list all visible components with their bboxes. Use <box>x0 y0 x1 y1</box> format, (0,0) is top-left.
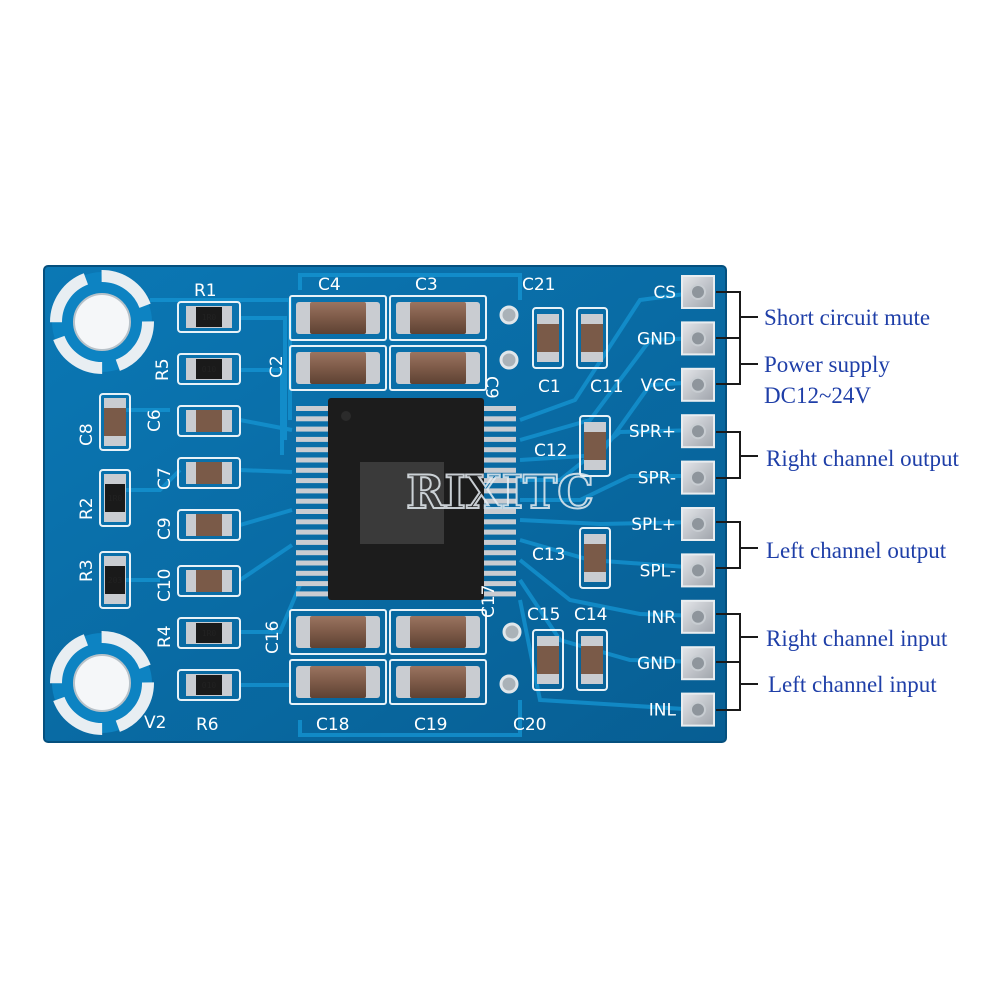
silkscreen-labels: R1 C4 C3 C21 R5 C2 C8 C6 C7 R2 C9 R3 C10… <box>77 275 624 735</box>
label-c6: C6 <box>145 409 165 432</box>
label-c16: C16 <box>263 620 283 654</box>
header-pin-label: INL <box>649 701 677 721</box>
header-pin-label: INR <box>646 608 676 628</box>
header-pin: INL <box>649 692 715 727</box>
label-c13: C13 <box>532 545 566 565</box>
capacitor-c4 <box>296 302 380 334</box>
header-pin-label: GND <box>637 329 676 349</box>
capacitor-c11 <box>581 314 603 362</box>
callout-power-voltage: DC12~24V <box>764 383 872 408</box>
silkscreen-outlines <box>99 295 611 705</box>
header-pin-column: CS GND VCC SPR+ SPR- SPL+ SPL- INR GND INL <box>629 275 715 727</box>
label-c19: C19 <box>414 715 448 735</box>
capacitor-c18 <box>296 666 380 698</box>
label-c4: C4 <box>318 275 341 295</box>
callout-right-channel-input: Right channel input <box>766 626 948 651</box>
label-c2: C2 <box>267 355 287 378</box>
capacitor-c16 <box>296 616 380 648</box>
label-c21: C21 <box>522 275 556 295</box>
callout-right-channel-output: Right channel output <box>766 446 959 471</box>
amplifier-ic <box>296 398 516 600</box>
header-pin: INR <box>646 599 715 634</box>
capacitor-c14 <box>581 636 603 684</box>
resistor-r6: 010 <box>186 674 232 696</box>
header-pin: SPR- <box>638 460 715 495</box>
resistor-r3: 203 <box>104 556 126 604</box>
label-r6: R6 <box>196 715 219 735</box>
mounting-hole-top <box>50 270 154 374</box>
header-pin-label: SPL+ <box>631 515 676 535</box>
label-v2: V2 <box>144 713 166 733</box>
label-c17: C17 <box>479 584 499 618</box>
mounting-hole-bottom <box>50 631 154 735</box>
capacitor-c9-top <box>396 352 480 384</box>
label-r5: R5 <box>153 358 173 381</box>
resistor-r6-code: 010 <box>202 681 217 690</box>
callout-left-channel-output: Left channel output <box>766 538 947 563</box>
header-pin: VCC <box>641 367 715 402</box>
label-r3: R3 <box>77 559 97 582</box>
capacitor-c2 <box>296 352 380 384</box>
capacitor-c6 <box>186 410 232 432</box>
label-c18: C18 <box>316 715 350 735</box>
label-c12: C12 <box>534 441 568 461</box>
label-c11: C11 <box>590 377 624 397</box>
callout-left-channel-input: Left channel input <box>768 672 937 697</box>
label-c10: C10 <box>155 568 175 602</box>
header-pin-label: SPR+ <box>629 422 676 442</box>
header-pin: SPL+ <box>631 507 715 541</box>
capacitor-c15 <box>537 636 559 684</box>
header-pin: GND <box>637 646 715 681</box>
pcb-traces <box>118 273 701 737</box>
watermark: RIXITC <box>406 465 594 519</box>
header-pin-label: GND <box>637 654 676 674</box>
label-c9: C9 <box>155 517 175 540</box>
header-pin: SPR+ <box>629 414 715 449</box>
header-pin-label: SPL- <box>640 561 676 581</box>
resistor-r2: 1R0 <box>104 474 126 522</box>
label-c8: C8 <box>77 423 97 446</box>
label-c7: C7 <box>155 467 175 490</box>
label-c3: C3 <box>415 275 438 295</box>
vias <box>499 305 522 694</box>
capacitor-c8 <box>104 398 126 446</box>
header-pin-label: VCC <box>641 376 676 396</box>
capacitor-c17 <box>396 616 480 648</box>
resistor-r5-code: 010 <box>202 365 217 374</box>
capacitor-c10 <box>186 570 232 592</box>
label-r4: R4 <box>155 625 175 648</box>
callout-brackets <box>716 291 758 711</box>
resistor-r1-code: 1R0 <box>202 313 217 322</box>
label-c15: C15 <box>527 605 561 625</box>
label-r2: R2 <box>77 497 97 520</box>
capacitor-c19 <box>396 666 480 698</box>
header-pin-label: SPR- <box>638 469 676 489</box>
label-r1: R1 <box>194 281 217 301</box>
resistor-r2-code: 1R0 <box>108 494 123 503</box>
resistor-r4: 1R0 <box>186 622 232 644</box>
callout-short-circuit-mute: Short circuit mute <box>764 305 931 330</box>
resistor-r5: 010 <box>186 358 232 380</box>
resistor-r3-code: 203 <box>108 576 123 585</box>
label-c9-rotated: C9 <box>481 376 501 399</box>
resistor-r1: 1R0 <box>186 306 232 328</box>
header-pin: CS <box>653 275 715 309</box>
capacitor-c12 <box>584 422 606 470</box>
capacitor-c9-left <box>186 514 232 536</box>
capacitor-c1 <box>537 314 559 362</box>
capacitor-c3 <box>396 302 480 334</box>
capacitor-c7 <box>186 462 232 484</box>
capacitor-c13 <box>584 534 606 582</box>
label-c1: C1 <box>538 377 561 397</box>
header-pin: GND <box>637 321 715 356</box>
header-pin-label: CS <box>653 283 676 303</box>
header-pin: SPL- <box>640 553 715 588</box>
label-c20: C20 <box>513 715 547 735</box>
callout-power-supply: Power supply <box>764 352 890 377</box>
resistor-r4-code: 1R0 <box>202 629 217 638</box>
label-c14: C14 <box>574 605 608 625</box>
